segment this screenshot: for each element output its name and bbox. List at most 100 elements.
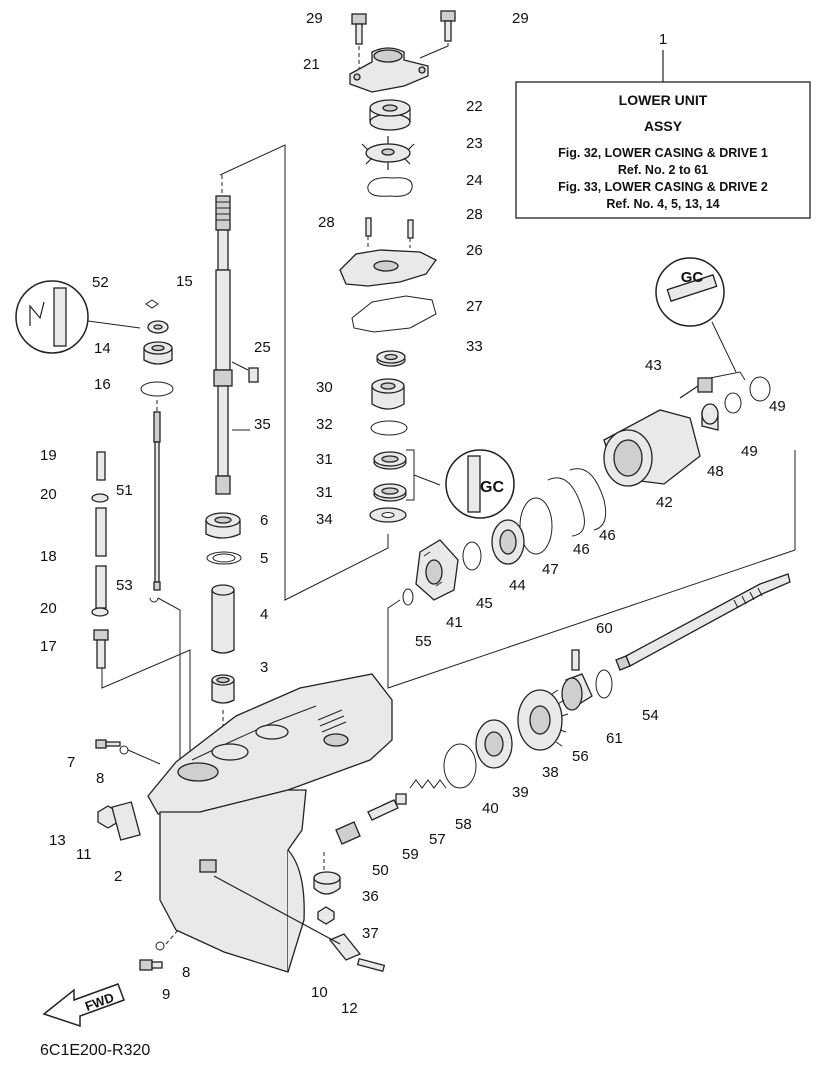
trim-tab-10 xyxy=(328,933,362,961)
callout-8b: 8 xyxy=(182,964,191,981)
callout-2: 2 xyxy=(114,868,123,885)
callout-36: 36 xyxy=(362,888,379,905)
callout-10: 10 xyxy=(311,984,328,1001)
callout-29b: 29 xyxy=(512,10,529,27)
gc-label-center: GC xyxy=(480,479,504,496)
callout-27: 27 xyxy=(466,298,483,315)
callout-61: 61 xyxy=(606,730,623,747)
dowel-pin-left xyxy=(365,217,372,237)
callout-43: 43 xyxy=(645,357,662,374)
shift-cam-50 xyxy=(335,821,361,845)
bolt-9 xyxy=(139,959,163,971)
shim-45 xyxy=(462,541,482,571)
gc-sealant-magnifier-center: GC xyxy=(445,449,515,519)
callout-44: 44 xyxy=(509,577,526,594)
clamp-20-lower xyxy=(91,607,109,617)
o-ring-32 xyxy=(370,420,408,436)
callout-19: 19 xyxy=(40,447,57,464)
callout-40: 40 xyxy=(482,800,499,817)
callout-3: 3 xyxy=(260,659,269,676)
callout-6: 6 xyxy=(260,512,269,529)
callout-24: 24 xyxy=(466,172,483,189)
rubber-seal-18-lower xyxy=(95,565,107,609)
bearing-48 xyxy=(701,403,719,431)
info-line-6: Ref. No. 4, 5, 13, 14 xyxy=(606,197,719,211)
bolt-29-left xyxy=(351,13,367,45)
circlip-52 xyxy=(145,299,159,309)
callout-17: 17 xyxy=(40,638,57,655)
rubber-seal-18-upper xyxy=(95,507,107,557)
oil-seal-33 xyxy=(376,350,406,367)
callout-13: 13 xyxy=(49,832,66,849)
reverse-gear-38 xyxy=(517,689,569,751)
callout-16: 16 xyxy=(94,376,111,393)
grommet-17 xyxy=(93,629,109,669)
needle-bearing-3 xyxy=(211,674,235,704)
info-line-5: Fig. 33, LOWER CASING & DRIVE 2 xyxy=(558,180,768,194)
dowel-pin-right xyxy=(407,219,414,239)
callout-54: 54 xyxy=(642,707,659,724)
info-box: 1 LOWER UNIT ASSY Fig. 32, LOWER CASING … xyxy=(515,31,811,219)
shim-5 xyxy=(206,551,242,565)
bushing-14 xyxy=(143,341,173,365)
water-pump-group xyxy=(219,10,456,601)
washer-8-upper xyxy=(119,745,129,755)
callout-41: 41 xyxy=(446,614,463,631)
shift-rod-grommet-15 xyxy=(147,320,169,334)
callout-42: 42 xyxy=(656,494,673,511)
callout-35: 35 xyxy=(254,416,271,433)
impeller xyxy=(361,136,415,170)
callout-7: 7 xyxy=(67,754,76,771)
callout-23: 23 xyxy=(466,135,483,152)
callout-31a: 31 xyxy=(316,451,333,468)
callout-33: 33 xyxy=(466,338,483,355)
gasket-24 xyxy=(367,177,413,197)
callout-53: 53 xyxy=(116,577,133,594)
bearing-6 xyxy=(205,512,241,539)
callout-37: 37 xyxy=(362,925,379,942)
circlip-55 xyxy=(402,588,414,606)
shift-rod-51 xyxy=(153,411,161,591)
callout-39: 39 xyxy=(512,784,529,801)
callout-11: 11 xyxy=(76,846,92,863)
insert-cartridge xyxy=(369,99,411,131)
fwd-arrow: FWD xyxy=(42,983,125,1028)
callout-29a: 29 xyxy=(306,10,323,27)
pin-60 xyxy=(571,649,580,671)
callout-26: 26 xyxy=(466,242,483,259)
callout-18: 18 xyxy=(40,548,57,565)
clamp-20-upper xyxy=(91,493,109,503)
callout-14: 14 xyxy=(94,340,111,357)
gc-label-right: GC xyxy=(681,269,704,286)
ball-57 xyxy=(395,793,407,805)
oil-seal-housing xyxy=(371,378,405,410)
drawing-code: 6C1E200-R320 xyxy=(40,1042,151,1059)
cap-36 xyxy=(313,871,341,895)
callout-60: 60 xyxy=(596,620,613,637)
callout-46a: 46 xyxy=(599,527,616,544)
callout-12: 12 xyxy=(341,1000,358,1017)
callout-25: 25 xyxy=(254,339,271,356)
callout-45: 45 xyxy=(476,595,493,612)
circlip-53 xyxy=(149,597,159,603)
callout-5: 5 xyxy=(260,550,269,567)
callout-28a: 28 xyxy=(318,214,335,231)
gasket-27 xyxy=(351,295,437,333)
info-line-1: LOWER UNIT xyxy=(619,92,708,108)
o-ring-47 xyxy=(519,497,553,555)
gc-sealant-magnifier-left xyxy=(15,280,141,354)
callout-20b: 20 xyxy=(40,600,57,617)
spring-58 xyxy=(409,779,447,789)
o-ring-46-b xyxy=(569,468,607,531)
washer-34 xyxy=(369,507,407,523)
pinion-gear-41 xyxy=(415,539,459,601)
callout-51: 51 xyxy=(116,482,133,499)
o-ring-16 xyxy=(140,381,174,397)
shim-40 xyxy=(443,743,477,789)
o-ring-49-inner xyxy=(724,392,742,414)
callout-22: 22 xyxy=(466,98,483,115)
callout-56: 56 xyxy=(572,748,589,765)
callout-59: 59 xyxy=(402,846,419,863)
